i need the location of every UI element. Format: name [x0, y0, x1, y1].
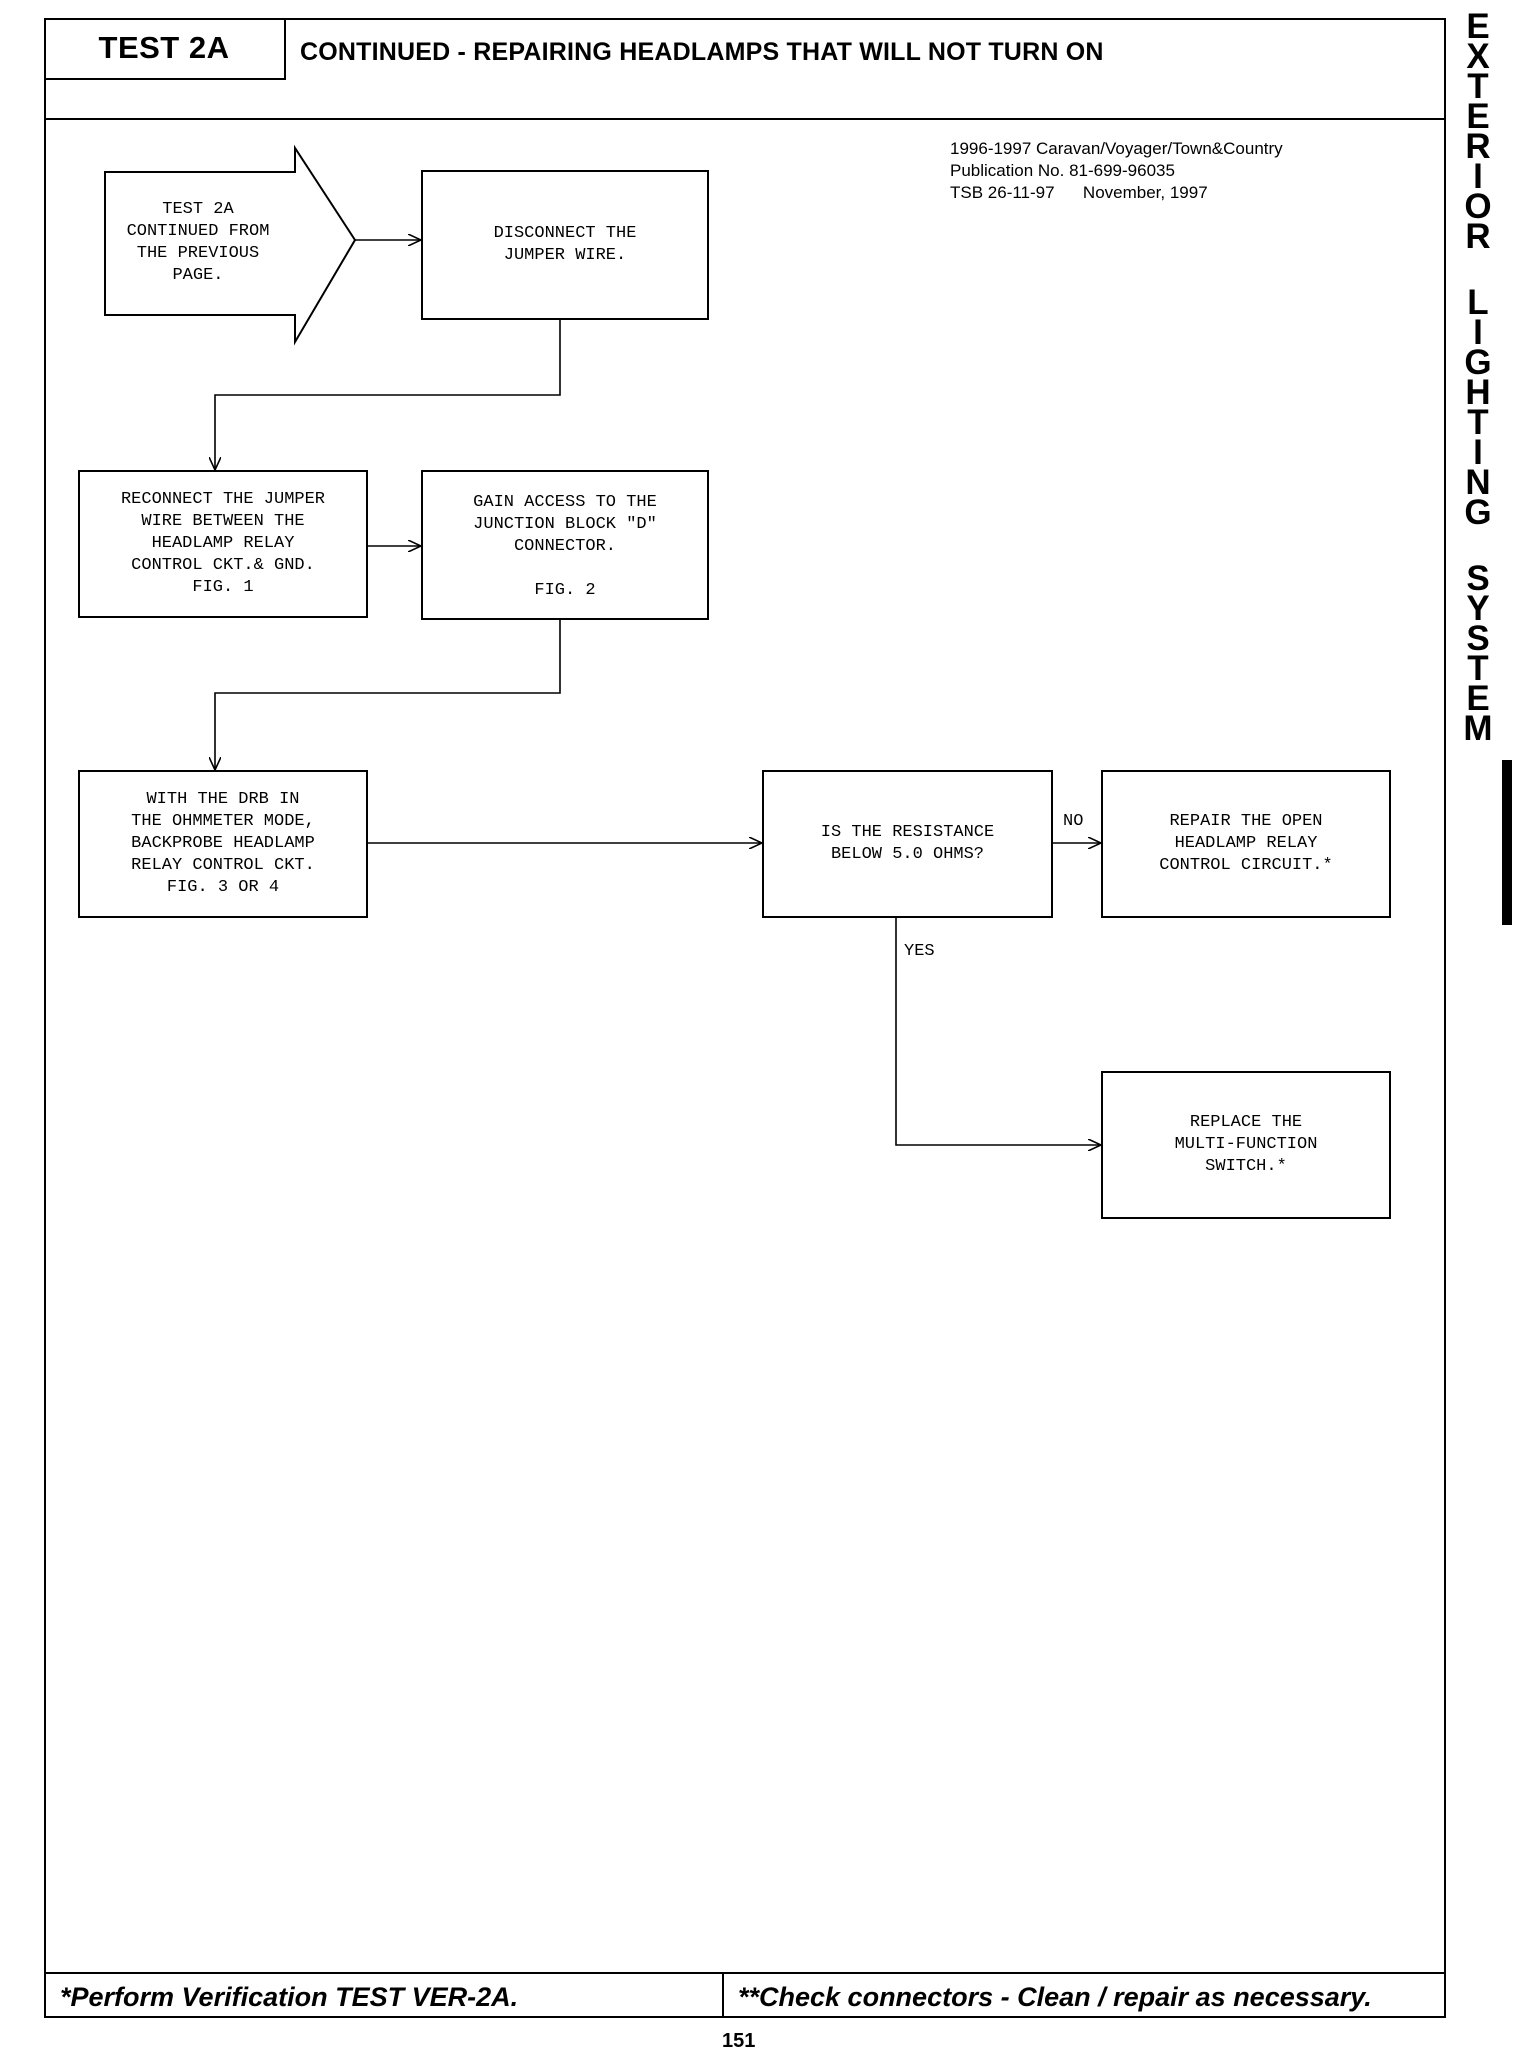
- flow-decision-resistance: IS THE RESISTANCE BELOW 5.0 OHMS?: [762, 770, 1053, 918]
- start-arrow-shape: [104, 144, 357, 346]
- publication-line-3: TSB 26-11-97 November, 1997: [950, 183, 1208, 202]
- connector-step1-step2: [215, 320, 561, 470]
- section-tab-letter: H: [1465, 373, 1491, 412]
- section-tab-letter: E: [1466, 7, 1490, 46]
- label-yes: YES: [904, 942, 935, 961]
- section-tab-letter: T: [1467, 649, 1489, 688]
- section-tab-letter: I: [1473, 313, 1483, 352]
- footer-note-right: **Check connectors - Clean / repair as n…: [738, 1982, 1372, 2012]
- publication-line-1: 1996-1997 Caravan/Voyager/Town&Country: [950, 139, 1283, 158]
- test-id: TEST 2A: [98, 30, 230, 65]
- test-id-box: TEST 2A: [44, 18, 286, 80]
- section-tab-letter: R: [1465, 127, 1491, 166]
- page-number: 151: [722, 2030, 756, 2052]
- flow-step-disconnect-jumper: DISCONNECT THE JUMPER WIRE.: [421, 170, 709, 320]
- section-tab-letter: I: [1473, 157, 1483, 196]
- page-frame: [44, 18, 1446, 2018]
- footer-note-left: *Perform Verification TEST VER-2A.: [60, 1982, 519, 2012]
- section-tab-letter: T: [1467, 403, 1489, 442]
- flow-start: TEST 2A CONTINUED FROM THE PREVIOUS PAGE…: [126, 199, 270, 285]
- flow-step-reconnect-jumper: RECONNECT THE JUMPER WIRE BETWEEN THE HE…: [78, 470, 368, 618]
- section-tab-letter: X: [1466, 37, 1490, 76]
- section-tab-letter: L: [1467, 283, 1489, 322]
- flow-result-replace-switch: REPLACE THE MULTI-FUNCTION SWITCH.*: [1101, 1071, 1391, 1219]
- section-tab-letter: E: [1466, 97, 1490, 136]
- header-divider: [44, 118, 1446, 120]
- section-tab-letter: M: [1463, 709, 1493, 748]
- section-tab-letter: G: [1464, 343, 1492, 382]
- section-tab-letter: S: [1466, 559, 1490, 598]
- section-tab-letter: R: [1465, 217, 1491, 256]
- footer-column-divider: [722, 1972, 724, 2018]
- footer-divider: [44, 1972, 1446, 1974]
- publication-line-2: Publication No. 81-699-96035: [950, 161, 1175, 180]
- section-tab-letter: I: [1473, 433, 1483, 472]
- section-tab-letter: T: [1467, 67, 1489, 106]
- flow-step-access-junction: GAIN ACCESS TO THE JUNCTION BLOCK "D" CO…: [421, 470, 709, 620]
- label-no: NO: [1063, 812, 1084, 831]
- connector-step3-step4: [215, 620, 561, 770]
- flow-result-repair-circuit: REPAIR THE OPEN HEADLAMP RELAY CONTROL C…: [1101, 770, 1391, 918]
- flow-step-ohmmeter: WITH THE DRB IN THE OHMMETER MODE, BACKP…: [78, 770, 368, 918]
- section-tab-letter: G: [1464, 493, 1492, 532]
- section-tab-letter: Y: [1466, 589, 1490, 628]
- section-tab-letter: E: [1466, 679, 1490, 718]
- section-tab-letter: N: [1465, 463, 1491, 502]
- page-title: CONTINUED - REPAIRING HEADLAMPS THAT WIL…: [300, 38, 1104, 66]
- connector-decision-yes: [895, 918, 1101, 1145]
- section-tab-letter: O: [1464, 187, 1492, 226]
- section-tab-letter: S: [1466, 619, 1490, 658]
- section-tab-marker: [1502, 760, 1512, 925]
